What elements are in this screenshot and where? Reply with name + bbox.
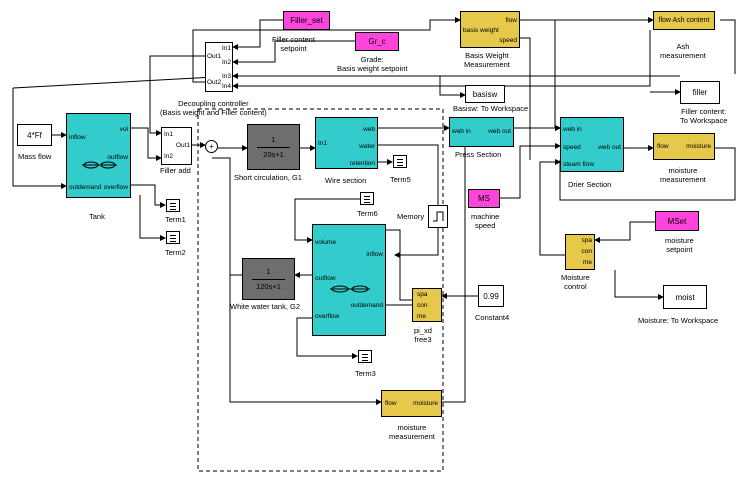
filler-workspace-label: Filler content: To Workspace xyxy=(680,107,728,125)
mass-flow-block[interactable]: 4*Ff xyxy=(17,124,52,146)
sum-block[interactable]: + xyxy=(205,140,218,153)
term1-label: Term1 xyxy=(165,215,186,224)
press-section-label: Press Section xyxy=(455,150,502,159)
wire-section-label: Wire section xyxy=(325,176,367,185)
short-circulation-label: Short circulation, G1 xyxy=(234,173,302,182)
filler-add-block[interactable]: In1 In2 Out1 xyxy=(161,127,192,165)
memory-block[interactable] xyxy=(428,205,448,228)
ash-content-block[interactable]: flow Ash content xyxy=(653,11,715,30)
drier-section-label: Drier Section xyxy=(568,180,612,189)
basis-weight-label: Basis Weight Measurement xyxy=(464,51,510,69)
term6-icon xyxy=(360,192,374,205)
white-water-tank-tf-block[interactable]: 1 120s+1 xyxy=(242,258,295,300)
term1-icon xyxy=(166,199,180,212)
tank-label: Tank xyxy=(89,212,105,221)
grade-block[interactable]: Gr_c xyxy=(355,32,399,51)
moist-workspace-block[interactable]: moist xyxy=(663,285,707,309)
moisture-measurement-bottom[interactable]: flow moisture xyxy=(381,390,442,417)
moisture-control-label: Moisture control xyxy=(561,273,590,291)
tank-block[interactable]: inflow vol outflow overflow outdemand xyxy=(66,113,131,198)
basisw-workspace-block[interactable]: basisw xyxy=(465,85,505,103)
moisture-control-block[interactable]: spa con me xyxy=(565,234,595,270)
basisw-workspace-label: Basisw: To Workspace xyxy=(453,104,529,113)
decoupling-label: Decoupling controller (Basis weight and … xyxy=(160,99,267,117)
drier-section-block[interactable]: web in speed steam flow web out xyxy=(560,117,624,172)
filler-add-label: Filler add xyxy=(160,166,191,175)
wire-section-block[interactable]: In1 web water retention xyxy=(315,117,378,169)
pi-xd-block[interactable]: spa con me xyxy=(412,288,442,322)
tank-mixer-icon xyxy=(82,161,117,169)
subsystem-boundary xyxy=(197,108,444,472)
short-circulation-block[interactable]: 1 20s+1 xyxy=(247,124,300,170)
constant4-label: Constant4 xyxy=(475,313,510,322)
term3-label: Term3 xyxy=(355,369,376,378)
term3-icon xyxy=(358,350,372,363)
term2-label: Term2 xyxy=(165,248,186,257)
moisture-setpoint-block[interactable]: MSet xyxy=(655,211,699,231)
moist-workspace-label: Moisture: To Workspace xyxy=(638,316,719,325)
constant4-block[interactable]: 0.99 xyxy=(478,285,504,307)
filler-setpoint-label: Filler content setpoint xyxy=(272,35,315,53)
filler-setpoint-block[interactable]: Filler_set xyxy=(283,11,330,30)
mass-flow-label: Mass flow xyxy=(18,152,52,161)
moisture-measurement-right[interactable]: flow moisture xyxy=(653,133,715,160)
decoupling-controller[interactable]: In1 In2 In3 In4 Out1 Out2 xyxy=(205,42,233,92)
press-section-block[interactable]: web in web out xyxy=(449,117,514,147)
pi-xd-label: pi_xd free3 xyxy=(414,326,432,344)
term5-label: Term5 xyxy=(390,175,411,184)
term6-label: Term6 xyxy=(357,209,378,218)
moisture-setpoint-label: moisture setpoint xyxy=(665,236,694,254)
memory-icon xyxy=(433,211,444,222)
grade-label: Grade: Basis weight setpoint xyxy=(337,55,408,73)
moisture-bottom-label: moisture measurement xyxy=(389,423,435,441)
basis-weight-measurement[interactable]: basis weight flow speed xyxy=(460,11,520,48)
memory-label: Memory xyxy=(397,212,425,221)
term5-icon xyxy=(393,155,407,168)
white-water-tank-block[interactable]: volume inflow outflow outdemand overflow xyxy=(312,224,386,336)
white-water-tank-label: White water tank, G2 xyxy=(230,302,301,311)
moisture-right-label: moisture measurement xyxy=(660,166,706,184)
ash-label: Ash measurement xyxy=(660,42,706,60)
machine-speed-label: machine speed xyxy=(471,212,500,230)
term2-icon xyxy=(166,231,180,244)
white-water-mixer-icon xyxy=(330,285,370,293)
filler-workspace-block[interactable]: filler xyxy=(680,81,720,104)
machine-speed-block[interactable]: MS xyxy=(468,189,500,208)
